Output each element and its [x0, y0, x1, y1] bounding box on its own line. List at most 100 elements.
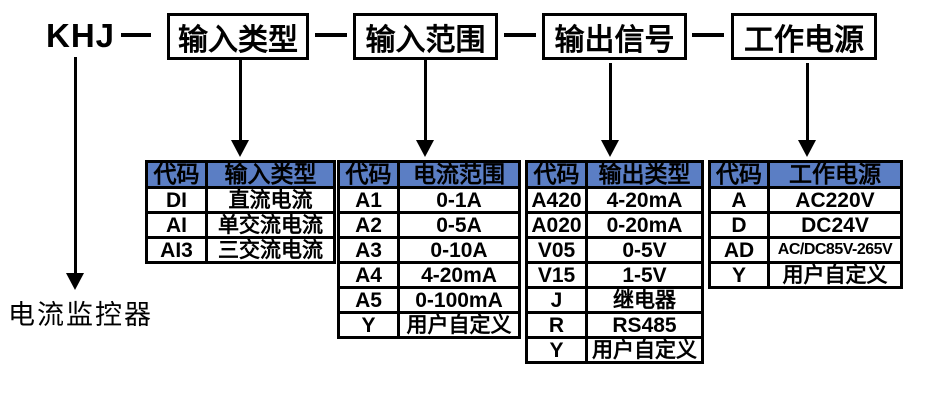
value-cell: 单交流电流 [205, 211, 336, 239]
column-header: 输出类型 [585, 160, 704, 189]
code-cell: A [708, 186, 770, 214]
prefix-description: 电流监控器 [8, 300, 153, 330]
value-cell: 继电器 [585, 286, 704, 314]
code-cell: J [525, 286, 588, 314]
model-prefix: KHJ [46, 17, 116, 54]
code-cell: A4 [337, 261, 400, 289]
code-cell: A020 [525, 211, 588, 239]
value-cell: 用户自定义 [767, 261, 903, 289]
arrow-head [416, 140, 434, 157]
arrow-shaft [238, 60, 242, 140]
value-cell: AC220V [767, 186, 903, 214]
code-cell: Y [525, 336, 588, 364]
code-cell: A5 [337, 286, 400, 314]
table-header-row: 代码输入类型 [145, 160, 336, 189]
code-cell: A3 [337, 236, 400, 264]
arrow-down-icon [798, 63, 816, 157]
code-cell: A2 [337, 211, 400, 239]
value-cell: 三交流电流 [205, 236, 336, 264]
code-cell: Y [708, 261, 770, 289]
code-cell: Y [337, 311, 400, 339]
value-cell: 用户自定义 [585, 336, 704, 364]
code-cell: AI [145, 211, 208, 239]
column-header: 工作电源 [767, 160, 903, 189]
code-cell: AD [708, 236, 770, 264]
connector-dash [504, 33, 536, 37]
arrow-down-icon [231, 60, 249, 157]
arrow-head [601, 140, 619, 157]
value-cell: AC/DC85V-265V [767, 236, 903, 264]
value-cell: 0-5A [397, 211, 521, 239]
column-header: 电流范围 [397, 160, 521, 189]
arrow-down-icon [416, 60, 434, 157]
value-cell: 4-20mA [585, 186, 704, 214]
connector-dash [121, 33, 151, 37]
field-box-input-type: 输入类型 [167, 13, 309, 60]
arrow-shaft [73, 57, 77, 273]
value-cell: DC24V [767, 211, 903, 239]
code-cell: A1 [337, 186, 400, 214]
code-cell: DI [145, 186, 208, 214]
table-header-row: 代码工作电源 [708, 160, 903, 189]
arrow-shaft [805, 63, 809, 140]
arrow-shaft [608, 63, 612, 140]
column-header: 代码 [337, 160, 400, 189]
value-cell: 0-10A [397, 236, 521, 264]
value-cell: RS485 [585, 311, 704, 339]
arrow-head [231, 140, 249, 157]
arrow-head [798, 140, 816, 157]
value-cell: 0-100mA [397, 286, 521, 314]
code-cell: R [525, 311, 588, 339]
value-cell: 0-1A [397, 186, 521, 214]
arrow-down-icon [601, 63, 619, 157]
value-cell: 0-20mA [585, 211, 704, 239]
column-header: 代码 [708, 160, 770, 189]
arrow-head [66, 273, 84, 290]
code-cell: V05 [525, 236, 588, 264]
field-box-output-signal: 输出信号 [542, 13, 687, 60]
arrow-down-icon [66, 57, 84, 290]
arrow-shaft [423, 60, 427, 140]
field-box-power-supply: 工作电源 [731, 13, 877, 60]
code-cell: D [708, 211, 770, 239]
table-header-row: 代码电流范围 [337, 160, 521, 189]
code-cell: V15 [525, 261, 588, 289]
value-cell: 4-20mA [397, 261, 521, 289]
table-header-row: 代码输出类型 [525, 160, 704, 189]
code-cell: AI3 [145, 236, 208, 264]
value-cell: 0-5V [585, 236, 704, 264]
column-header: 代码 [525, 160, 588, 189]
value-cell: 1-5V [585, 261, 704, 289]
value-cell: 直流电流 [205, 186, 336, 214]
value-cell: 用户自定义 [397, 311, 521, 339]
connector-dash [692, 33, 724, 37]
field-box-input-range: 输入范围 [353, 13, 498, 60]
code-cell: A420 [525, 186, 588, 214]
column-header: 代码 [145, 160, 208, 189]
